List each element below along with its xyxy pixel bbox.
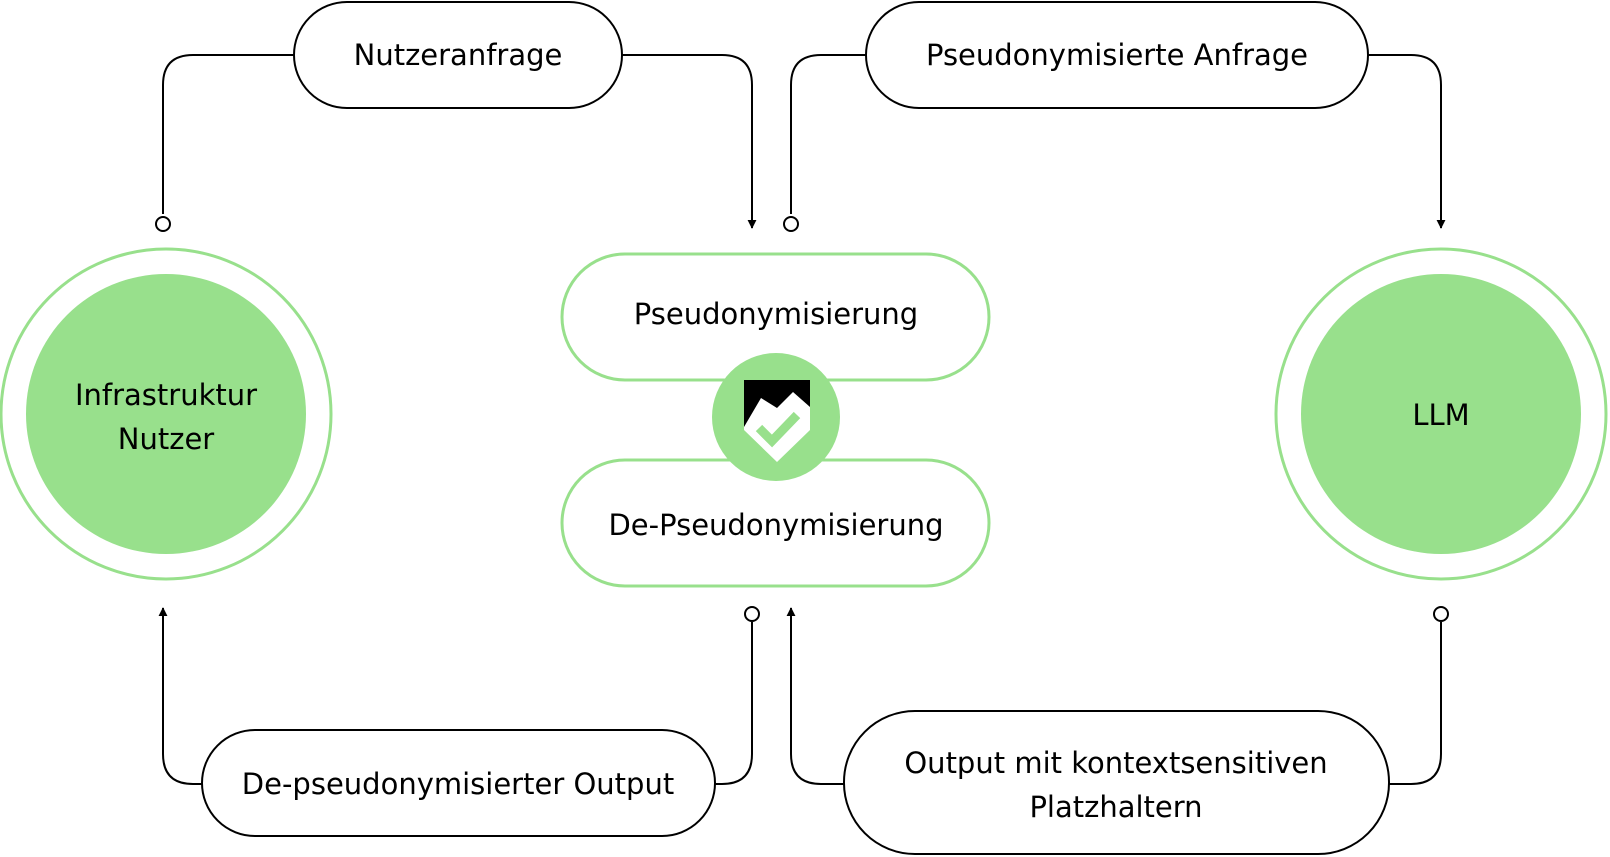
connector-result-to-user [158,607,202,785]
shield-check-icon [712,353,840,481]
connector-depseudo-to-result [715,622,753,785]
node-pseudonymisierung: Pseudonymisierung [560,252,991,382]
connector-user-to-request [162,54,294,214]
port-depseudo-bottom [744,606,760,622]
label-output-line2: Platzhaltern [1029,790,1202,824]
node-pseudo-label: Pseudonymisierung [634,297,918,331]
label-pill-nutzeranfrage [293,1,623,109]
label-pill-pseudonymisierte-anfrage [865,1,1369,109]
connector-request-to-pseudo [622,54,757,229]
connectors [158,54,1446,785]
connector-anon-request-to-llm [1368,54,1446,229]
port-user-top [155,216,171,232]
label-pseudonymisierte-anfrage: Pseudonymisierte Anfrage [926,38,1308,72]
label-pill-output-platzhalter [843,710,1390,855]
node-llm: LLM [1274,247,1608,581]
node-infrastruktur-nutzer: Infrastruktur Nutzer [0,247,333,581]
label-de-pseudonymisierter-output: De-pseudonymisierter Output [242,767,674,801]
connector-pseudo-to-anon-request [790,54,866,214]
node-de-pseudonymisierung: De-Pseudonymisierung [560,458,991,588]
label-output-line1: Output mit kontextsensitiven [904,746,1327,780]
port-llm-bottom [1433,606,1449,622]
connector-output-to-depseudo [786,607,844,785]
port-pseudo-top [783,216,799,232]
node-llm-label: LLM [1412,398,1469,432]
label-nutzeranfrage: Nutzeranfrage [354,38,563,72]
node-user-line1: Infrastruktur [75,378,257,412]
connector-llm-to-output [1389,622,1442,785]
label-pill-de-pseudonymisierter-output [201,729,716,837]
node-user-line2: Nutzer [118,422,215,456]
node-depseudo-label: De-Pseudonymisierung [608,508,943,542]
